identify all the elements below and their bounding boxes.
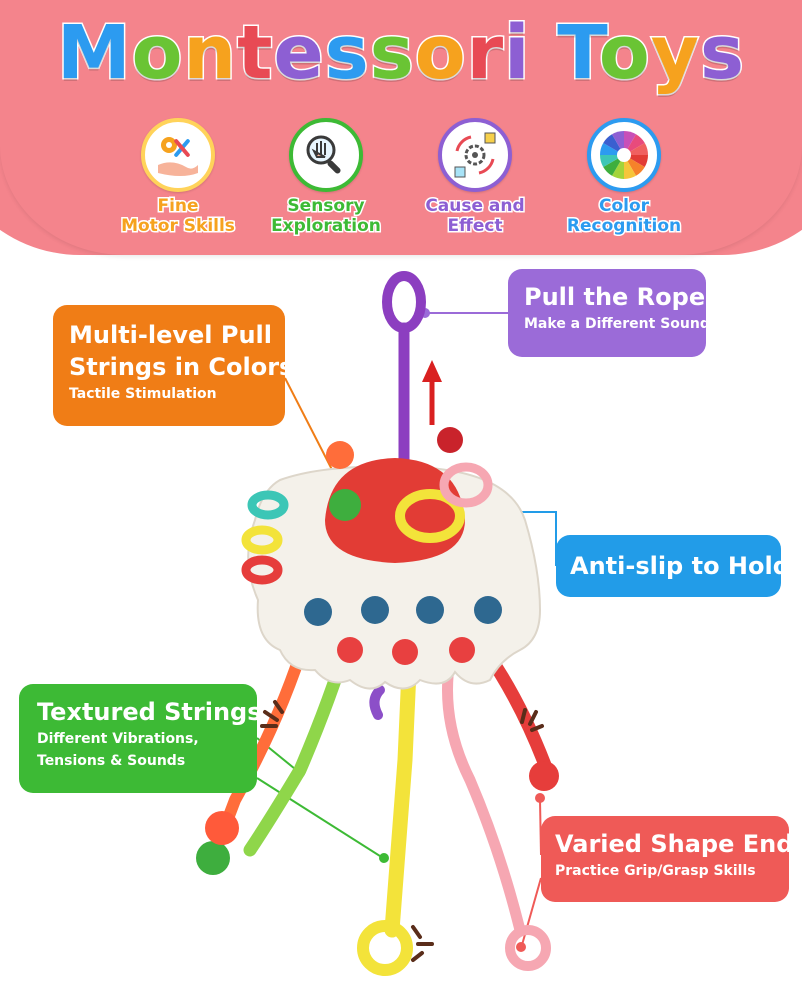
- skill-cause-effect: Cause and Effect: [400, 118, 550, 238]
- callout-title: Textured Strings: [37, 698, 262, 726]
- callout-subtitle: Practice Grip/Grasp Skills: [555, 863, 756, 879]
- green-flower: [329, 489, 361, 521]
- callout-title: Varied Shape Ends: [555, 830, 802, 858]
- orange-flower-end: [205, 811, 239, 845]
- gears-cycle-icon: [438, 118, 512, 192]
- orange-flower: [326, 441, 354, 469]
- callout-textured-strings: Textured Strings Different Vibrations, T…: [19, 684, 262, 793]
- skill-line2: Recognition: [565, 215, 682, 238]
- title-letter: i: [503, 9, 531, 98]
- title-letter: y: [649, 9, 701, 98]
- callout-multi-level: Multi-level Pull Strings in Colors Tacti…: [53, 305, 294, 426]
- hand-tools-icon: [141, 118, 215, 192]
- callout-title: Anti-slip to Hold: [570, 552, 790, 580]
- side-rings: [241, 490, 289, 585]
- title-letter: r: [465, 9, 505, 98]
- callout-title-line2: Strings in Colors: [69, 353, 294, 381]
- skill-line2: Effect: [446, 215, 504, 238]
- motion-marks: [260, 700, 544, 962]
- skill-line1: Color: [597, 195, 650, 218]
- toy-body: [247, 465, 542, 690]
- blue-bubbles: [304, 596, 502, 626]
- title-letter: o: [597, 9, 651, 98]
- pink-ring: [439, 462, 493, 508]
- title-letter: e: [272, 9, 325, 98]
- callout-title: Pull the Ropes: [524, 283, 720, 311]
- callout-anti-slip: Anti-slip to Hold: [556, 535, 790, 597]
- red-flower-end: [529, 761, 559, 791]
- title-letter: M: [55, 9, 132, 98]
- yellow-ring: [395, 489, 465, 543]
- purple-pull-ring: [382, 271, 426, 471]
- skill-line2: Motor Skills: [120, 215, 237, 238]
- title-letter: s: [368, 9, 415, 98]
- red-bubbles: [337, 637, 475, 665]
- magnifier-hand-icon: [289, 118, 363, 192]
- skill-color: Color Recognition: [549, 118, 699, 238]
- callout-subtitle: Make a Different Sound: [524, 316, 710, 332]
- color-wheel-icon: [587, 118, 661, 192]
- varied-leader-line-1: [539, 799, 542, 856]
- up-arrow-icon: [422, 360, 442, 425]
- title-letter: o: [413, 9, 467, 98]
- skill-line1: Sensory: [286, 195, 366, 218]
- red-flower: [437, 427, 463, 453]
- skill-line1: Fine: [156, 195, 200, 218]
- skill-sensory: Sensory Exploration: [251, 118, 401, 238]
- callout-subtitle-line2: Tensions & Sounds: [37, 753, 186, 769]
- title-letter: t: [236, 9, 274, 98]
- skill-line2: Exploration: [270, 215, 383, 238]
- title-letter: o: [130, 9, 184, 98]
- callout-subtitle: Tactile Stimulation: [69, 386, 217, 402]
- skill-line1: Cause and: [424, 195, 526, 218]
- skill-fine-motor: Fine Motor Skills: [103, 118, 253, 238]
- title-letter: T: [556, 9, 600, 98]
- green-flower-end: [196, 841, 230, 875]
- title-banner: [0, 0, 802, 255]
- callout-pull-ropes: Pull the Ropes Make a Different Sound: [508, 269, 720, 357]
- title-letter: s: [323, 9, 370, 98]
- pull-strings: [212, 633, 552, 976]
- callout-subtitle-line1: Different Vibrations,: [37, 731, 199, 747]
- title-letter: n: [182, 9, 238, 98]
- callout-title-line1: Multi-level Pull: [69, 321, 272, 349]
- callout-varied-shape-ends: Varied Shape Ends Practice Grip/Grasp Sk…: [541, 816, 802, 902]
- page-title: Montessori Toys: [0, 9, 802, 98]
- title-letter: s: [699, 9, 746, 98]
- textured-leader-line-2: [256, 777, 384, 859]
